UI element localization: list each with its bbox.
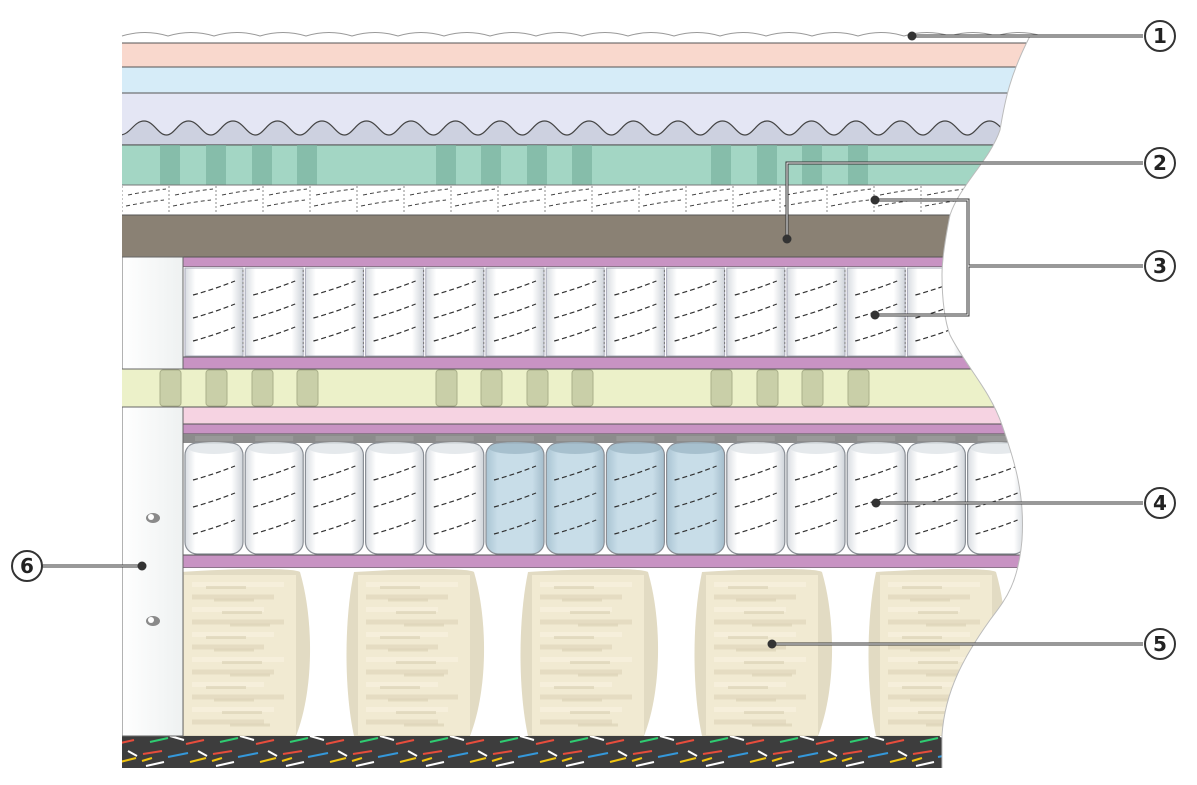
foam-plug bbox=[159, 369, 182, 407]
pocket-spring bbox=[726, 267, 786, 357]
pale-green-foam-layer bbox=[122, 368, 1030, 408]
foam-plug bbox=[710, 369, 733, 407]
foam-plug bbox=[205, 369, 228, 407]
pocket-spring bbox=[666, 267, 726, 357]
foam-plug bbox=[252, 145, 272, 185]
pink-foam-layer bbox=[182, 406, 1030, 425]
foam-plug bbox=[527, 145, 547, 185]
pocket-spring bbox=[365, 267, 425, 357]
foam-plug bbox=[526, 369, 549, 407]
side-panel bbox=[122, 256, 184, 737]
callout-dots bbox=[137, 31, 917, 649]
pocket-spring bbox=[1027, 267, 1030, 357]
foam-plug bbox=[206, 145, 226, 185]
pocket-spring bbox=[665, 442, 726, 555]
svg-text:5: 5 bbox=[1153, 632, 1167, 656]
svg-text:4: 4 bbox=[1153, 491, 1167, 515]
cut-edge-outline bbox=[941, 35, 1031, 768]
svg-text:6: 6 bbox=[20, 554, 34, 578]
main-pocket-spring-unit bbox=[182, 423, 1030, 569]
foam-plug bbox=[572, 145, 592, 185]
callout-leaders-highlight bbox=[40, 35, 1143, 645]
natural-filling-layer bbox=[172, 568, 1030, 736]
mattress-layers bbox=[122, 36, 1030, 768]
foam-plug bbox=[160, 145, 180, 185]
pocket-spring bbox=[726, 442, 786, 555]
foam-plug bbox=[848, 145, 868, 185]
pocket-spring bbox=[545, 442, 605, 555]
foam-plug bbox=[435, 369, 458, 407]
quilted-top-edge bbox=[121, 32, 1043, 37]
foam-plug bbox=[571, 369, 594, 407]
top-cover-layer bbox=[122, 36, 1030, 44]
light-blue-layer bbox=[122, 66, 1030, 94]
callout-badge-5: 5 bbox=[1144, 628, 1176, 660]
pocket-spring bbox=[425, 442, 485, 555]
foam-plug bbox=[711, 145, 731, 185]
foam-plug bbox=[480, 369, 503, 407]
pocket-spring bbox=[485, 267, 545, 357]
callout-badge-4: 4 bbox=[1144, 487, 1176, 519]
foam-plug bbox=[802, 145, 822, 185]
brown-foam-layer bbox=[122, 214, 1030, 258]
pocket-spring bbox=[244, 267, 304, 357]
foam-plug bbox=[757, 145, 777, 185]
pocket-spring bbox=[786, 442, 846, 555]
foam-plug bbox=[297, 145, 317, 185]
svg-text:2: 2 bbox=[1153, 151, 1167, 175]
callout-badge-2: 2 bbox=[1144, 147, 1176, 179]
green-foam-layer bbox=[122, 144, 1030, 186]
pocket-spring bbox=[605, 442, 666, 555]
peach-comfort-layer bbox=[122, 42, 1030, 68]
pocket-spring bbox=[184, 442, 244, 555]
pocket-spring bbox=[786, 267, 846, 357]
callout-badge-3: 3 bbox=[1144, 250, 1176, 282]
base-fabric-layer bbox=[122, 736, 1030, 768]
foam-plug bbox=[801, 369, 824, 407]
foam-plug bbox=[296, 369, 319, 407]
pocket-spring bbox=[304, 267, 364, 357]
convoluted-foam-layer bbox=[122, 120, 1030, 146]
foam-plug bbox=[756, 369, 779, 407]
pocket-spring bbox=[906, 442, 967, 555]
pocket-spring bbox=[365, 442, 425, 555]
svg-text:1: 1 bbox=[1153, 24, 1167, 48]
foam-plug bbox=[847, 369, 870, 407]
upper-pocket-spring-unit bbox=[182, 256, 1030, 370]
pocket-spring bbox=[304, 442, 364, 555]
svg-text:3: 3 bbox=[1153, 254, 1167, 278]
foam-plug bbox=[436, 145, 456, 185]
pocket-spring bbox=[545, 267, 605, 357]
pocket-spring bbox=[184, 267, 244, 357]
pocket-spring bbox=[1027, 442, 1030, 555]
foam-plug bbox=[251, 369, 274, 407]
callout-badge-6: 6 bbox=[11, 550, 43, 582]
pocket-spring bbox=[966, 442, 1027, 555]
pocket-spring bbox=[906, 267, 966, 357]
pocket-spring bbox=[967, 267, 1027, 357]
pocket-spring bbox=[846, 442, 906, 555]
callout-badge-1: 1 bbox=[1144, 20, 1176, 52]
pocket-spring bbox=[244, 442, 304, 555]
foam-plug bbox=[481, 145, 501, 185]
pocket-spring bbox=[425, 267, 485, 357]
pocket-spring bbox=[485, 442, 545, 555]
